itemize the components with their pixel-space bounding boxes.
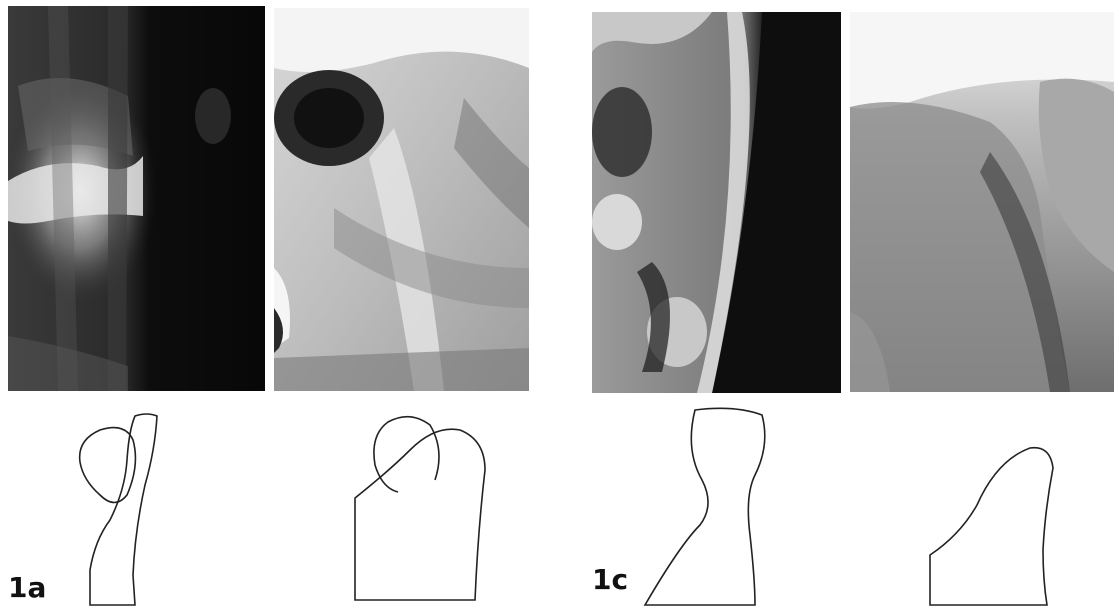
radiograph-4	[850, 12, 1114, 392]
radiograph-2	[274, 8, 529, 391]
panel-label-1a: 1a	[8, 574, 46, 602]
tracing-outline-4	[925, 440, 1065, 610]
tracing-outline-1	[55, 410, 175, 610]
radiograph-3	[592, 12, 841, 393]
panel-label-1c: 1c	[592, 566, 628, 594]
radiograph-1	[8, 6, 265, 391]
tracing-outline-3	[640, 405, 780, 610]
tracing-outline-2	[350, 410, 495, 605]
